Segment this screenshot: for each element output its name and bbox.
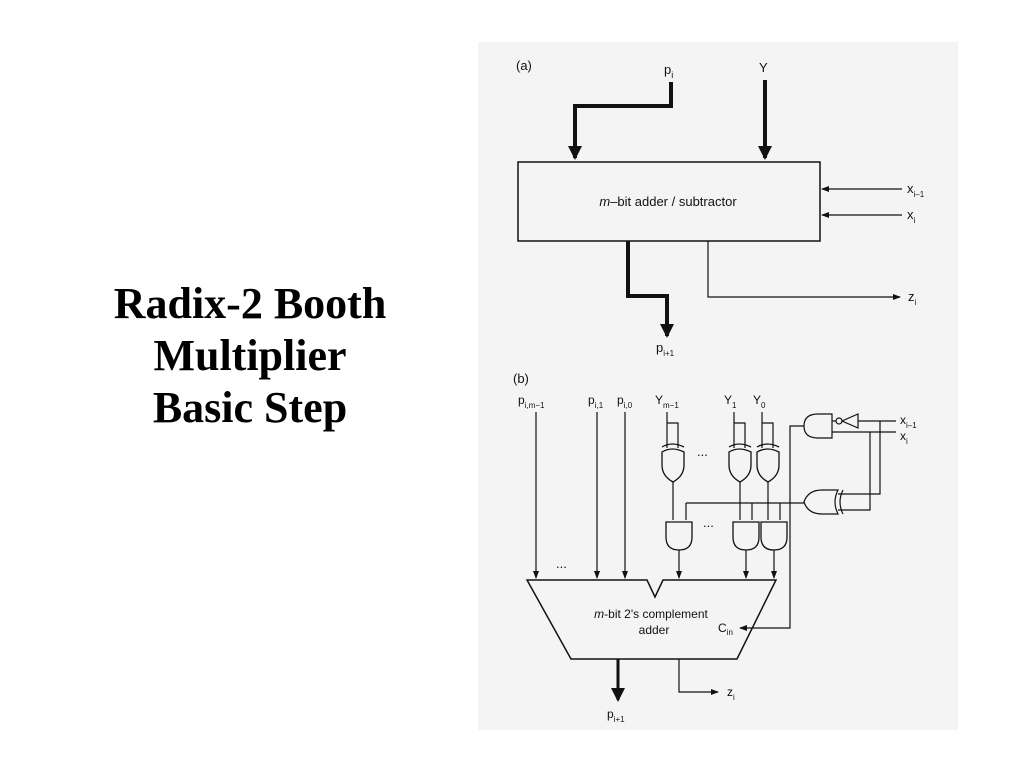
b-p-input-1-label: pi,1 xyxy=(588,393,604,410)
title-line-2: Multiplier xyxy=(153,331,347,380)
label-a: (a) xyxy=(516,58,532,73)
title-line-1: Radix-2 Booth xyxy=(113,279,387,328)
b-output-p-label: pi+1 xyxy=(607,707,625,724)
adder-subtractor-box xyxy=(517,161,821,242)
twos-complement-adder xyxy=(525,579,778,660)
a-output-z-label: zi xyxy=(908,289,917,307)
b-p-input-2-label: pi,0 xyxy=(617,393,633,410)
a-ctrl-2-label: xi xyxy=(907,207,916,225)
a-input-p-label: pi xyxy=(664,62,673,80)
a-input-p-wire xyxy=(568,82,673,160)
b-output-z-wire xyxy=(678,659,719,695)
adder-label-line1: m-bit 2's complement xyxy=(594,607,708,621)
b-ellipsis-p: ... xyxy=(556,556,567,571)
b-ellipsis-and: ... xyxy=(703,515,714,530)
scanned-figure: (a) pi Y m–bit adder / subtractor xi–1 x… xyxy=(478,42,958,730)
title-line-3: Basic Step xyxy=(152,383,348,432)
adder-label-line2: adder xyxy=(639,623,670,637)
b-y-wires xyxy=(666,412,774,448)
cin-label: Cin xyxy=(718,621,733,637)
adder-subtractor-label: m–bit adder / subtractor xyxy=(599,194,737,209)
b-y-input-0-label: Ym−1 xyxy=(655,393,679,410)
a-input-y-label: Y xyxy=(759,60,768,75)
b-p-input-0-label: pi,m−1 xyxy=(518,393,545,410)
b-ellipsis-xor: ... xyxy=(697,444,708,459)
slide-title: Radix-2 Booth Multiplier Basic Step xyxy=(60,278,440,434)
a-ctrl-1-label: xi–1 xyxy=(907,181,925,199)
b-and-gates xyxy=(665,521,788,551)
b-xor-to-and-wires xyxy=(672,482,769,520)
a-output-z-wire xyxy=(707,241,901,300)
b-xor-gates xyxy=(661,443,780,483)
b-y-input-2-label: Y0 xyxy=(753,393,766,410)
a-output-p-label: pi+1 xyxy=(656,340,675,358)
b-and-to-adder-wires xyxy=(676,550,777,579)
b-ctrl-1-label: xi–1 xyxy=(900,413,917,430)
a-output-p-wire xyxy=(626,241,674,338)
b-y-input-1-label: Y1 xyxy=(724,393,737,410)
b-control-logic xyxy=(739,413,896,631)
label-b: (b) xyxy=(513,371,529,386)
booth-diagram: (a) pi Y m–bit adder / subtractor xi–1 x… xyxy=(513,58,925,724)
b-output-z-label: zi xyxy=(727,685,735,702)
b-ctrl-2-label: xi xyxy=(900,429,908,446)
b-control-bus xyxy=(685,502,804,520)
